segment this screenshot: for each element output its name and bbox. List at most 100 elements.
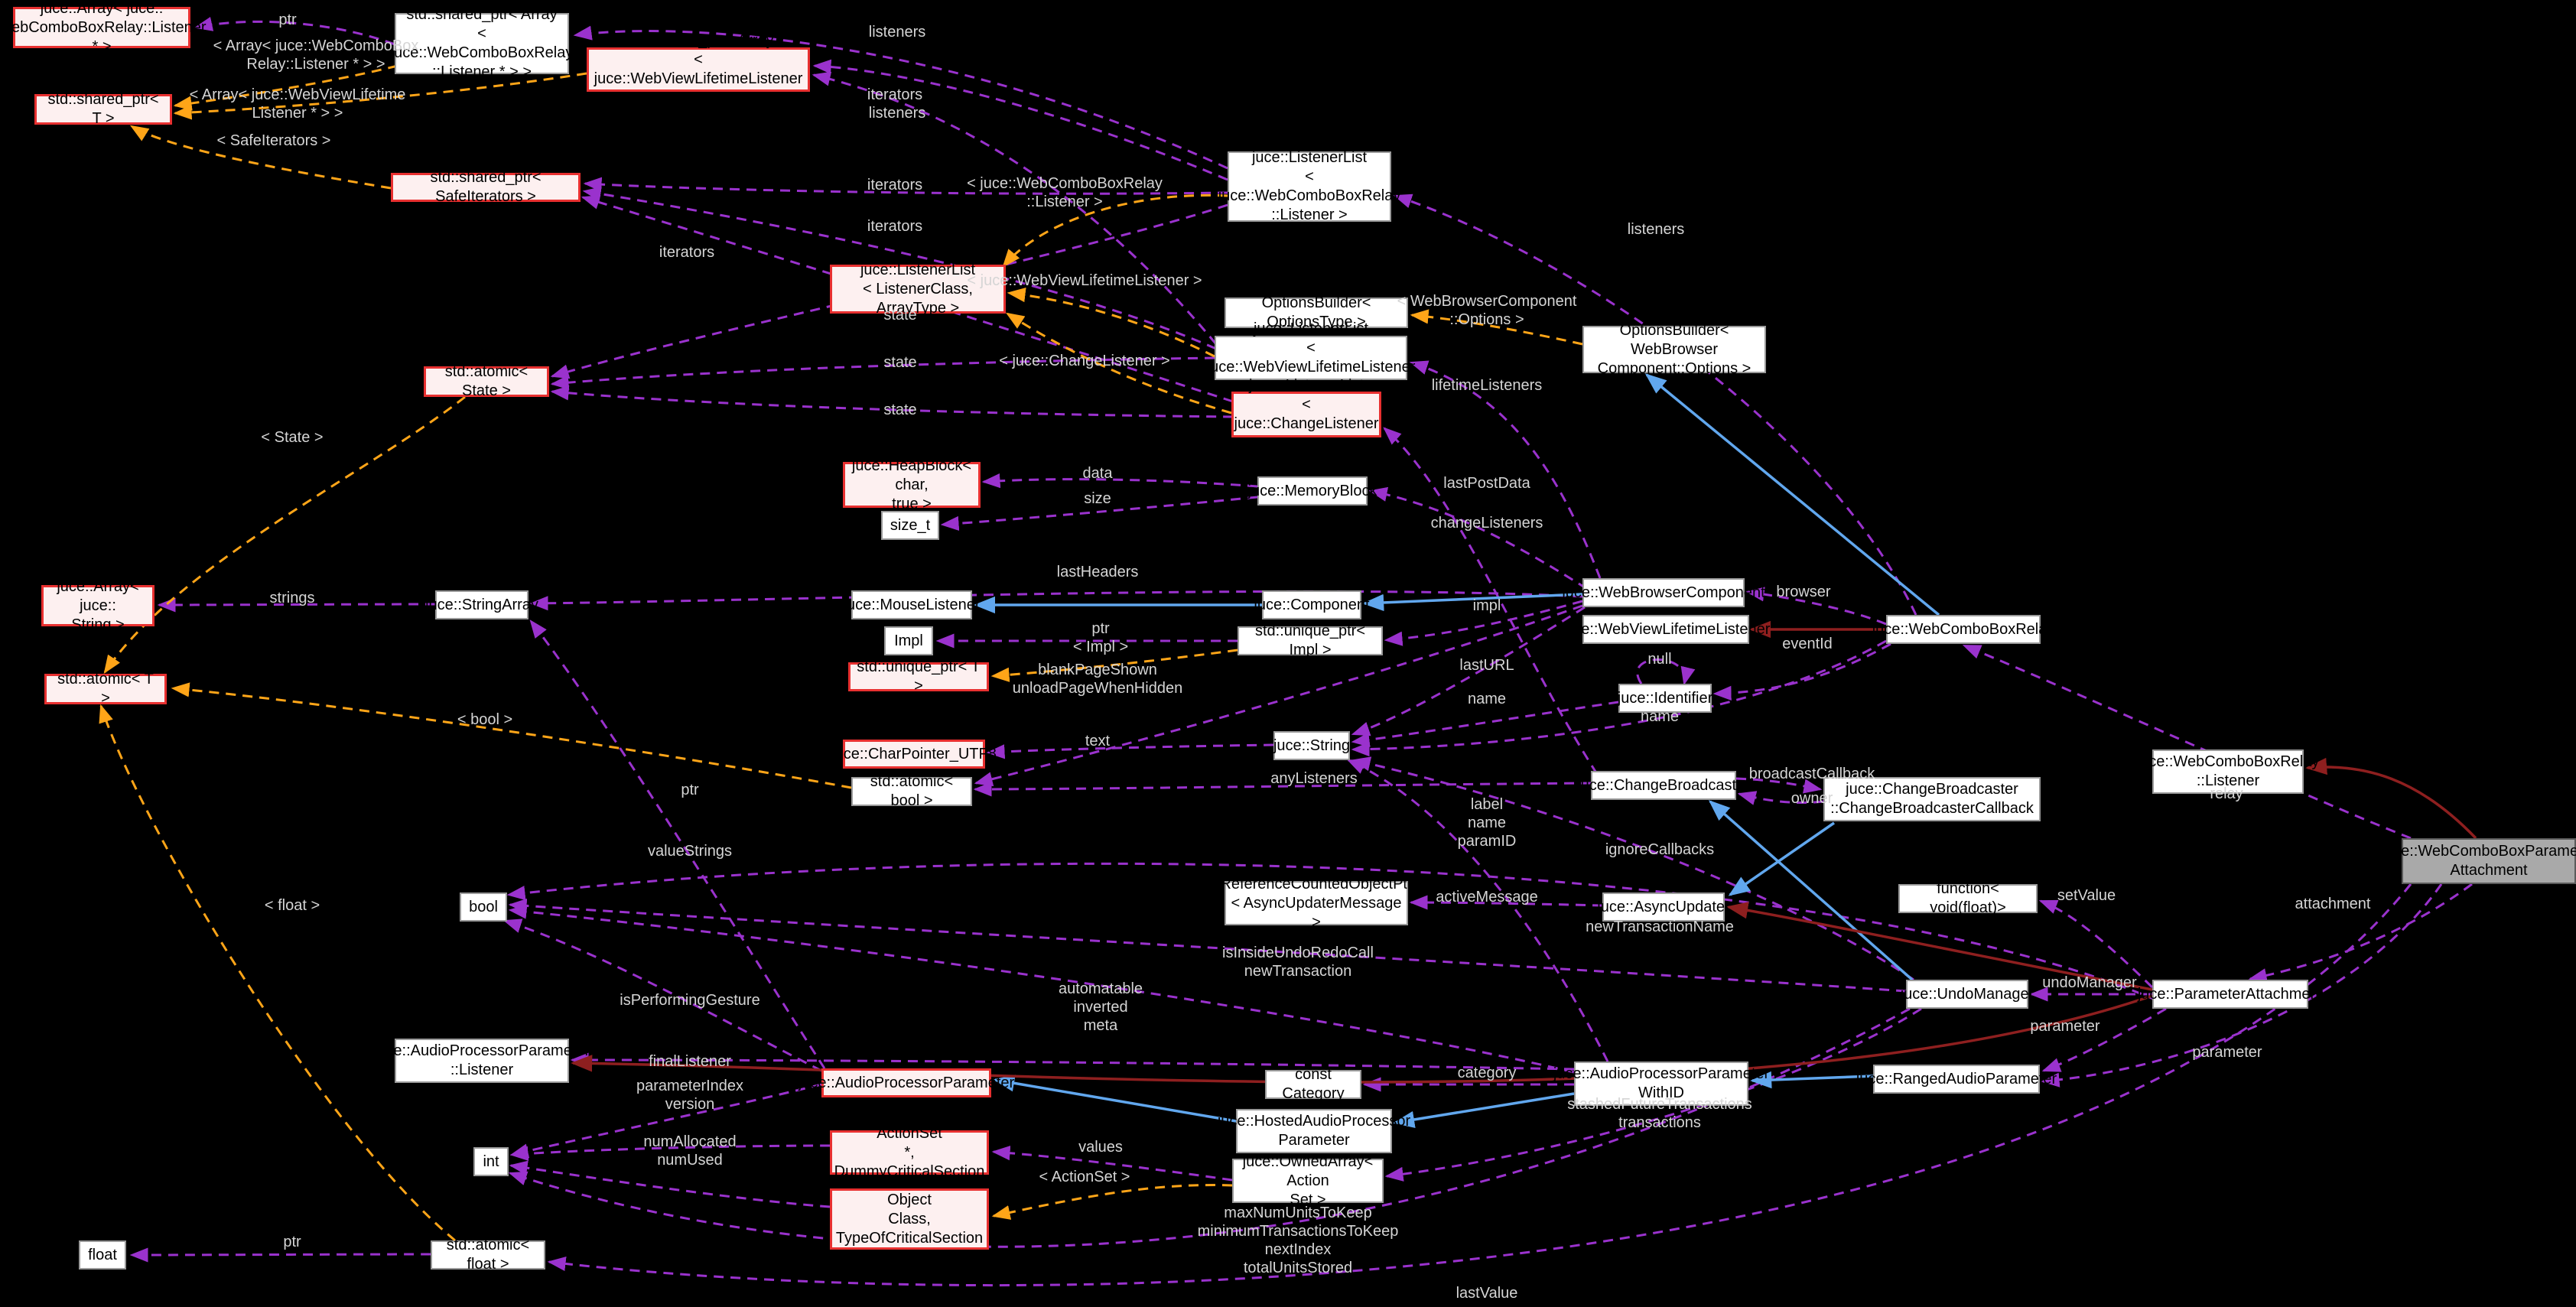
node-identifier[interactable]: juce::Identifier <box>1618 684 1712 713</box>
edge <box>173 64 398 111</box>
node-sp-arr-wcbrl[interactable]: std::shared_ptr< Array< juce::WebComboBo… <box>391 6 574 80</box>
edge <box>129 1247 431 1263</box>
node-label: std::unique_ptr< T > <box>857 658 981 694</box>
node-label: juce::MouseListener <box>843 596 981 613</box>
node-paramattach[interactable]: juce::ParameterAttachment <box>2138 980 2323 1009</box>
edge-label: lastHeaders <box>1056 564 1139 580</box>
node-size-t[interactable]: size_t <box>881 511 939 540</box>
node-label: OptionsBuilder< WebBrowser <box>1619 321 1729 358</box>
node-cbcb[interactable]: juce::ChangeBroadcaster::ChangeBroadcast… <box>1823 777 2041 821</box>
node-ll-cl[interactable]: juce::ListenerList< juce::ChangeListener… <box>1231 377 1381 451</box>
edge <box>1368 486 1588 590</box>
edge <box>99 704 456 1242</box>
node-impl[interactable]: Impl <box>884 626 933 655</box>
node-label: juce::AudioProcessorParameter <box>798 1074 1015 1091</box>
node-label: OptionsBuilder< OptionsType > <box>1261 294 1371 330</box>
edge-label: name <box>1467 691 1507 707</box>
node-at-t[interactable]: std::atomic< T > <box>44 671 167 707</box>
edge <box>129 125 392 190</box>
node-wcbr-listener[interactable]: juce::WebComboBoxRelay::Listener <box>2137 749 2319 794</box>
node-label: juce::MemoryBlock <box>1247 482 1377 499</box>
node-rcop[interactable]: ReferenceCountedObjectPtr< AsyncUpdaterM… <box>1220 876 1412 931</box>
node-component[interactable]: juce::Component <box>1254 590 1370 619</box>
node-wvll[interactable]: juce::WebViewLifetimeListener <box>1562 615 1770 644</box>
node-ll-wvll[interactable]: juce::ListenerList< juce::WebViewLifetim… <box>1207 320 1416 395</box>
node-label: ::Listener * > > <box>431 63 532 80</box>
node-label: std::atomic< T > <box>57 671 154 707</box>
edge-label: iterators <box>867 177 923 193</box>
node-arr-wcbrl[interactable]: juce::Array< juce::WebComboBoxRelay::Lis… <box>0 0 207 55</box>
node-label: juce::UndoManager <box>1900 985 2034 1003</box>
node-bool[interactable]: bool <box>460 892 507 922</box>
node-at-float[interactable]: std::atomic< float > <box>431 1237 545 1273</box>
node-label: Impl <box>894 632 923 649</box>
node-cp-utf8[interactable]: juce::CharPointer_UTF8 <box>831 740 997 769</box>
node-label: juce::ParameterAttachment <box>2137 985 2324 1003</box>
edge <box>1351 756 1914 981</box>
node-sp-t[interactable]: std::shared_ptr< T > <box>34 91 172 127</box>
edge <box>1750 1071 1874 1089</box>
edge <box>1726 902 2153 991</box>
node-memoryblock[interactable]: juce::MemoryBlock <box>1248 476 1377 506</box>
node-label: juce::String <box>1273 736 1351 754</box>
edge <box>1728 821 1835 896</box>
edge-label: listeners <box>1627 221 1685 238</box>
node-wbc[interactable]: juce::WebBrowserComponent <box>1562 578 1765 607</box>
node-arraybase[interactable]: juce::ArrayBase< ActionSet*, DummyCritic… <box>830 1106 989 1199</box>
node-ll-wcbrl[interactable]: juce::ListenerList< juce::WebComboBoxRel… <box>1218 149 1401 223</box>
node-label: true > <box>892 495 932 512</box>
node-undomanager[interactable]: juce::UndoManager <box>1901 980 2034 1009</box>
node-app-listener[interactable]: juce::AudioProcessorParameter::Listener <box>374 1039 590 1083</box>
edge <box>981 473 1258 489</box>
node-rap[interactable]: juce::RangedAudioParameter <box>1856 1065 2057 1094</box>
edge <box>508 1007 1911 1248</box>
edge <box>550 356 1215 390</box>
edge <box>2038 899 2154 989</box>
node-const-cat[interactable]: const Category <box>1265 1066 1361 1102</box>
node-label: juce::ArrayBase< ActionSet <box>851 1105 968 1142</box>
node-asyncupdater[interactable]: juce::AsyncUpdater <box>1597 892 1730 922</box>
node-fn-float[interactable]: function< void(float)> <box>1898 880 2038 916</box>
node-at-bool[interactable]: std::atomic< bool > <box>851 773 972 809</box>
edge <box>508 904 1575 1074</box>
node-string[interactable]: juce::String <box>1273 731 1350 760</box>
edge <box>1410 309 1583 346</box>
edge <box>503 918 822 1072</box>
node-mouselistener[interactable]: juce::MouseListener <box>844 590 981 619</box>
edge <box>812 59 1228 181</box>
node-int[interactable]: int <box>473 1147 509 1176</box>
node-changebroadcaster[interactable]: juce::ChangeBroadcaster <box>1577 771 1750 800</box>
node-label: juce::AsyncUpdater <box>1597 898 1730 915</box>
node-wcbrelay[interactable]: juce::WebComboBoxRelay <box>1872 615 2054 644</box>
edge <box>194 17 395 46</box>
node-up-impl[interactable]: std::unique_ptr< Impl > <box>1238 623 1383 658</box>
edge <box>570 1052 1575 1071</box>
edge-label: lastPostData <box>1443 475 1530 492</box>
node-label: juce::HeapBlock< char, <box>851 457 972 493</box>
node-label: juce::WebComboBoxParameter <box>2381 843 2576 860</box>
edge-label: iterators <box>867 218 923 235</box>
node-ob-generic[interactable]: OptionsBuilder< OptionsType > <box>1225 294 1408 330</box>
node-heapblock[interactable]: juce::HeapBlock< char,true > <box>843 457 981 512</box>
node-sp-arr-wvll[interactable]: std::shared_ptr< Array< juce::WebViewLif… <box>587 32 810 106</box>
edge-label: < SafeIterators > <box>216 132 331 149</box>
node-float[interactable]: float <box>79 1240 126 1270</box>
edge-label: < juce::ChangeListener > <box>999 353 1170 369</box>
node-label: juce::AudioProcessorParameter <box>1553 1065 1770 1082</box>
node-stringarray[interactable]: juce::StringArray <box>425 590 538 619</box>
node-app[interactable]: juce::AudioProcessorParameter <box>798 1068 1014 1097</box>
node-at-state[interactable]: std::atomic< State > <box>424 363 549 399</box>
node-label: juce::WebBrowserComponent <box>1562 584 1765 601</box>
node-up-t[interactable]: std::unique_ptr< T > <box>848 658 989 694</box>
node-ll-generic[interactable]: juce::ListenerList< ListenerClass, Array… <box>830 262 1006 317</box>
node-label: int <box>483 1153 499 1170</box>
node-sp-safeit[interactable]: std::shared_ptr< SafeIterators > <box>391 169 581 205</box>
node-arr-string[interactable]: juce::Array< juce::String > <box>41 578 154 633</box>
